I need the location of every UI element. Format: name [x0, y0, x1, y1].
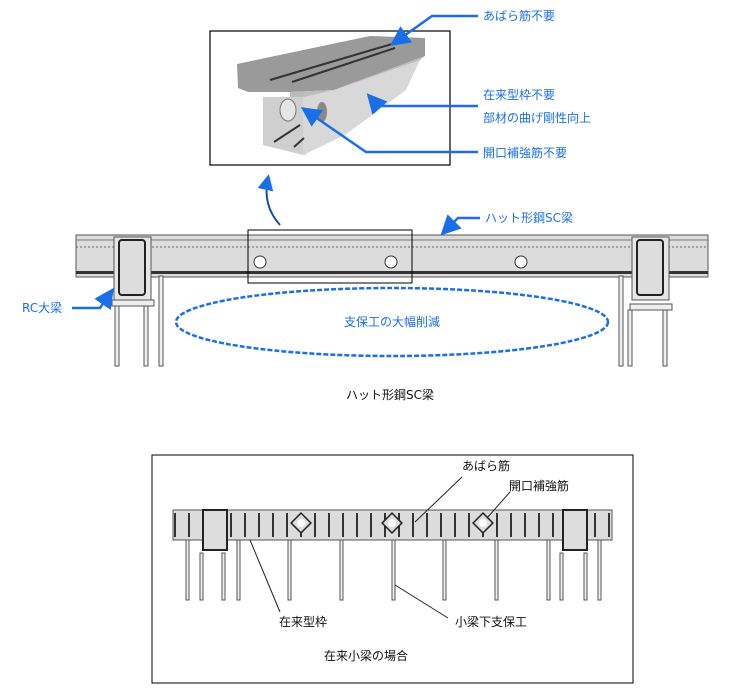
- rc-girder-right: [629, 236, 673, 311]
- hat-steel-sc-beam: [75, 234, 709, 278]
- label-shoring-reduction: 支保工の大幅削減: [344, 314, 440, 329]
- beam-callout-arrow: [440, 214, 480, 236]
- zoom-arrow-icon: [257, 174, 281, 226]
- label-no-stirrups: あばら筋不要: [483, 8, 555, 23]
- label-rc-girder: RC大梁: [22, 300, 62, 315]
- bottom-leader-lines: [249, 476, 511, 619]
- bottom-shoring-props: [185, 539, 602, 601]
- label-formwork: 在来型枠: [279, 615, 327, 629]
- highlight-box: [247, 229, 413, 284]
- label-beam-shoring: 小梁下支保工: [455, 614, 527, 629]
- conventional-beam: [172, 509, 613, 551]
- label-stirrups: あばら筋: [462, 458, 510, 473]
- inset-callouts: [300, 14, 478, 154]
- label-stiffness-up: 部材の曲げ剛性向上: [483, 110, 591, 125]
- rc-girder-callout-arrow: [72, 287, 114, 311]
- label-hat-beam: ハット形鋼SC梁: [485, 210, 573, 225]
- inset-3d-view: [209, 30, 451, 166]
- caption-bottom: 在来小梁の場合: [324, 648, 408, 663]
- label-no-formwork: 在来型枠不要: [483, 88, 555, 102]
- caption-top: ハット形鋼SC梁: [346, 387, 434, 402]
- shoring-reduction-ellipse: [174, 286, 610, 358]
- label-no-opening-rebar: 開口補強筋不要: [483, 145, 567, 160]
- top-shoring-props: [114, 275, 668, 367]
- label-opening-rebar: 開口補強筋: [509, 478, 569, 493]
- rc-girder-left: [111, 236, 155, 307]
